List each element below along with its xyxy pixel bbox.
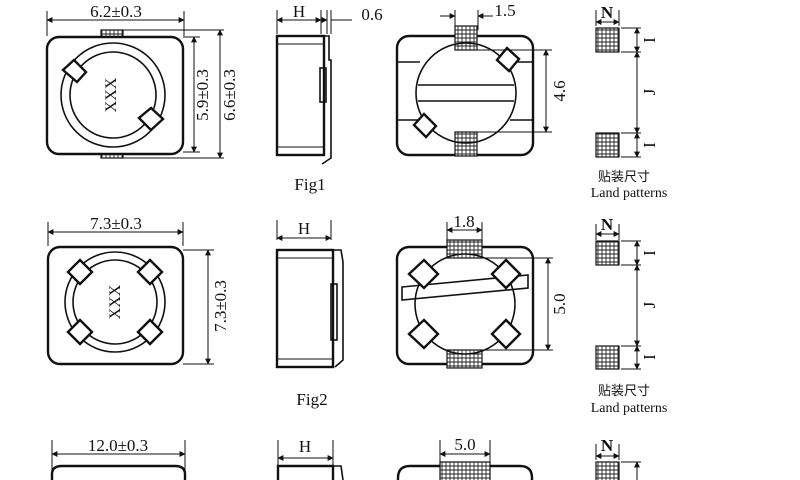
fig2-top-view: 7.3±0.3 XXX 7.3±0.3	[46, 214, 230, 366]
fig2-side-h-label: H	[298, 219, 310, 238]
fig1-side-h-label: H	[293, 2, 305, 21]
fig1-land-i-bottom-label: I	[640, 142, 659, 148]
fig3-side-h-label: H	[299, 437, 311, 456]
fig3-side-view: H	[276, 437, 344, 480]
fig2-marking: XXX	[107, 284, 124, 319]
fig2-land-i-bottom-label: I	[640, 354, 659, 360]
fig2-land-cn-label: 贴装尺寸	[598, 383, 650, 398]
fig3-land-n-label: N	[601, 436, 614, 455]
fig2-land-j-label: J	[640, 301, 659, 308]
fig3-bottom-view: 5.0	[396, 435, 534, 480]
fig1-land-en-label: Land patterns	[591, 186, 668, 201]
fig1-caption: Fig1	[294, 175, 325, 194]
fig1-marking: XXX	[103, 77, 120, 112]
fig1-land-pattern: N I J I 贴装尺寸 Land patterns	[591, 3, 668, 201]
fig2-land-n-label: N	[601, 215, 614, 234]
fig2-side-view: H	[275, 219, 344, 369]
fig1-top-width-label: 6.2±0.3	[90, 2, 142, 21]
fig1-pad-width-label: 1.5	[494, 1, 515, 20]
fig2: 7.3±0.3 XXX 7.3±0.3 H	[46, 212, 668, 416]
fig1-height-outer-label: 6.6±0.3	[220, 69, 239, 121]
fig2-span-label: 5.0	[550, 293, 569, 314]
fig1-top-view: 6.2±0.3 XXX 5.9±0.3 6.6±0.3	[45, 2, 239, 159]
fig1-span-label: 4.6	[550, 80, 569, 101]
fig3-top-view: 12.0±0.3	[50, 436, 187, 480]
fig1-land-i-top-label: I	[640, 37, 659, 43]
fig1: 6.2±0.3 XXX 5.9±0.3 6.6±0.3 H	[45, 1, 668, 201]
fig1-bottom-view: 1.5 4.6	[395, 1, 569, 157]
fig3-pad-width-label: 5.0	[454, 435, 475, 454]
fig2-top-width-label: 7.3±0.3	[90, 214, 142, 233]
fig1-height-inner-label: 5.9±0.3	[193, 69, 212, 121]
fig1-land-cn-label: 贴装尺寸	[598, 169, 650, 184]
fig1-side-lead-label: 0.6	[361, 5, 382, 24]
fig2-top-height-label: 7.3±0.3	[211, 280, 230, 332]
fig1-land-j-label: J	[640, 88, 659, 95]
fig2-caption: Fig2	[296, 390, 327, 409]
fig2-land-pattern: N I J I 贴装尺寸 Land patterns	[591, 215, 668, 416]
fig3: 12.0±0.3 H 5.0 N	[50, 435, 641, 480]
fig2-bottom-view: 1.8 5.0	[395, 212, 569, 369]
fig2-land-i-top-label: I	[640, 250, 659, 256]
fig1-land-n-label: N	[601, 3, 614, 22]
fig2-land-en-label: Land patterns	[591, 401, 668, 416]
fig2-pad-width-label: 1.8	[453, 212, 474, 231]
fig1-side-view: H 0.6	[275, 2, 383, 165]
fig3-top-width-label: 12.0±0.3	[88, 436, 148, 455]
fig3-land-pattern: N	[595, 436, 641, 480]
